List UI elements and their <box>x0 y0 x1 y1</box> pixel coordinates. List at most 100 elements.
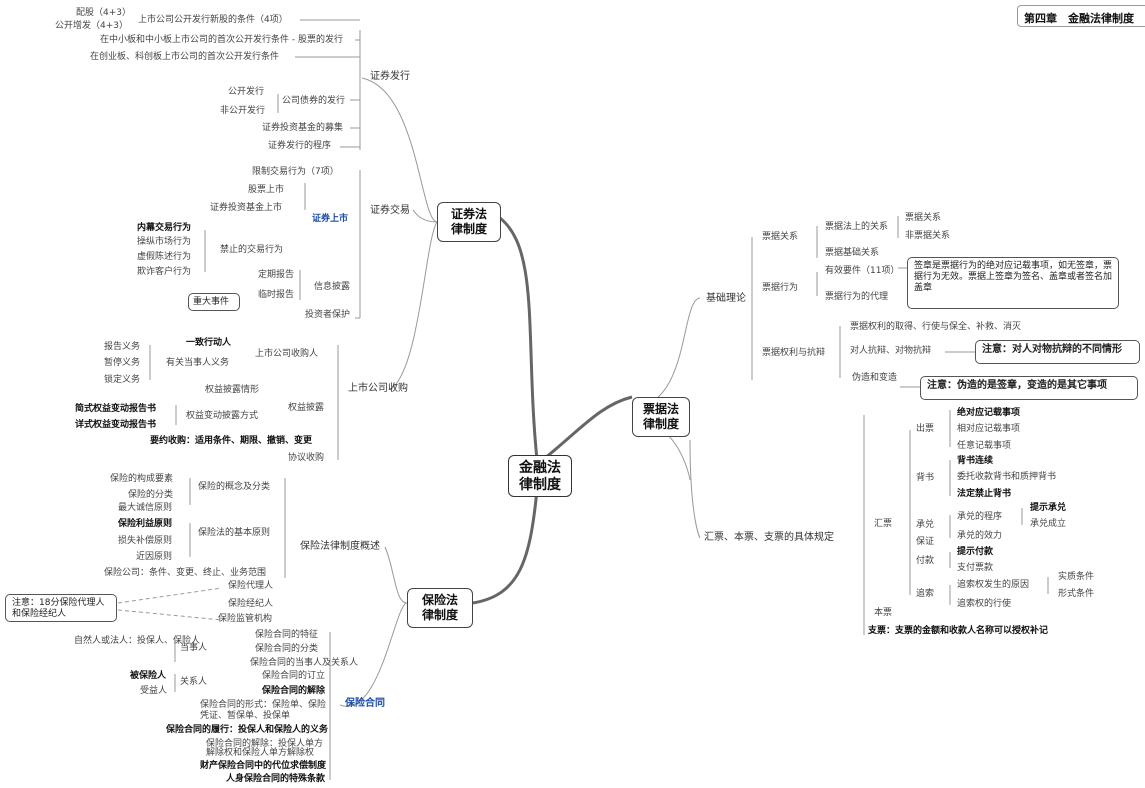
draft-present-pay: 提示付款 <box>957 547 994 557</box>
insurance-node[interactable]: 保险法 律制度 <box>407 588 473 628</box>
draft-endorse: 背书 <box>916 473 935 483</box>
bill-rights: 票据权利与抗辩 <box>762 348 826 358</box>
sec-disclosure: 信息披露 <box>314 282 351 292</box>
draft-accept-proc: 承兑的程序 <box>957 512 1003 522</box>
bill-note-forge: 注意：伪造的是签章，变造的是其它事项 <box>920 376 1138 400</box>
ins-effect: 保险合同的解除 <box>262 686 326 696</box>
draft-formal: 形式条件 <box>1058 589 1095 599</box>
insurance-line-2: 律制度 <box>421 608 458 622</box>
sec-procedure: 证券发行的程序 <box>268 141 332 151</box>
ins-conclude: 保险合同的订立 <box>262 671 326 681</box>
sec-listing: 证券上市 <box>312 214 349 224</box>
bill-cheque: 支票：支票的金额和收款人名称可以授权补记 <box>868 626 1049 636</box>
sec-false: 虚假陈述行为 <box>137 252 192 262</box>
sec-zengfa: 公开增发（4+3） <box>55 21 128 31</box>
draft-present: 提示承兑 <box>1030 503 1067 513</box>
ins-overview[interactable]: 保险法律制度概述 <box>300 541 380 552</box>
draft-forbid: 法定禁止背书 <box>957 489 1012 499</box>
ins-agent[interactable]: 保险代理人 <box>228 581 274 591</box>
bill-note-defense: 注意：对人对物抗辩的不同情形 <box>975 340 1140 364</box>
bill-legal-relation: 票据法上的关系 <box>825 222 889 232</box>
bill-relation: 票据关系 <box>762 232 799 242</box>
sec-investor: 投资者保护 <box>305 310 351 320</box>
bill-non-bill-rel: 非票据关系 <box>905 231 951 241</box>
bill-acquire: 票据权利的取得、行使与保全、补救、消灭 <box>850 322 1022 332</box>
insurance-line-1: 保险法 <box>421 593 458 607</box>
ins-interest: 保险利益原则 <box>118 519 173 529</box>
ins-insured: 被保险人 <box>130 671 167 681</box>
securities-line-2: 律制度 <box>450 222 487 236</box>
ins-contract[interactable]: 保险合同 <box>345 698 385 709</box>
center-line-2: 律制度 <box>519 477 561 493</box>
sec-new-shares: 上市公司公开发行新股的条件（4项） <box>138 15 288 25</box>
bill-theory[interactable]: 基础理论 <box>706 293 746 304</box>
bill-note-valid: 签章是票据行为的绝对应记载事项，如无签章，票据行为无效。票据上签章为签名、盖章或… <box>907 257 1119 309</box>
bill-defense: 对人抗辩、对物抗辩 <box>850 346 932 356</box>
draft-recourse-reason: 追索权发生的原因 <box>957 580 1030 590</box>
acq-simple-report: 简式权益变动报告书 <box>75 404 157 414</box>
sec-major-event: 重大事件 <box>188 293 240 311</box>
sec-zxb: 在中小板和中小板上市公司的首次公开发行条件 - 股票的发行 <box>100 35 343 45</box>
bill-forge: 伪造和变造 <box>852 373 898 383</box>
sec-fraud: 欺诈客户行为 <box>137 267 192 277</box>
ins-performance: 保险合同的履行：投保人和保险人的义务 <box>166 725 329 735</box>
acq-lock-duty: 锁定义务 <box>104 375 141 385</box>
sec-peigu: 配股（4+3） <box>76 8 131 18</box>
ins-indemnity: 损失补偿原则 <box>118 536 173 546</box>
ins-relative: 关系人 <box>180 677 208 687</box>
ins-subrogation: 财产保险合同中的代位求偿制度 <box>200 761 327 771</box>
acq-concert: 一致行动人 <box>186 338 232 348</box>
sec-issue[interactable]: 证券发行 <box>370 71 410 82</box>
draft-accept-done: 承兑成立 <box>1030 519 1067 529</box>
ins-good-faith: 最大诚信原则 <box>118 503 173 513</box>
ins-principles: 保险法的基本原则 <box>198 528 271 538</box>
ins-parties-relatives: 保险合同的当事人及关系人 <box>250 658 359 668</box>
bills-node[interactable]: 票据法 律制度 <box>632 397 690 437</box>
sec-cyb: 在创业板、科创板上市公司的首次公开发行条件 <box>90 52 280 62</box>
ins-broker[interactable]: 保险经纪人 <box>228 599 274 609</box>
draft-absolute: 绝对应记载事项 <box>957 408 1021 418</box>
ins-supervision[interactable]: 保险监管机构 <box>218 614 273 624</box>
securities-line-1: 证券法 <box>450 207 487 221</box>
sec-temporary: 临时报告 <box>258 290 295 300</box>
ins-life: 人身保险合同的特殊条款 <box>226 774 326 784</box>
draft-entrust: 委托收款背书和质押背书 <box>957 472 1057 482</box>
bill-act: 票据行为 <box>762 283 799 293</box>
acq-equity-disclosure: 权益披露 <box>288 403 325 413</box>
draft-guarantee: 保证 <box>916 537 935 547</box>
sec-fund: 证券投资基金的募集 <box>262 123 344 133</box>
draft-recourse-exercise: 追索权的行使 <box>957 599 1012 609</box>
acq-person: 上市公司收购人 <box>255 349 319 359</box>
ins-note: 注意：18分保险代理人和保险经纪人 <box>5 594 117 622</box>
ins-rescind1: 保险合同的解除：投保人单方 <box>206 739 324 749</box>
bills-line-2: 律制度 <box>642 417 679 431</box>
draft-substantive: 实质条件 <box>1058 572 1095 582</box>
sec-trade[interactable]: 证券交易 <box>370 205 410 216</box>
ins-features: 保险合同的特征 <box>255 630 319 640</box>
ins-classify: 保险的分类 <box>128 490 174 500</box>
draft-issue: 出票 <box>916 424 935 434</box>
ins-form: 保险合同的形式：保险单、保险凭证、暂保单、投保单 <box>200 700 327 721</box>
sec-restrict: 限制交易行为（7项） <box>252 167 339 177</box>
acq-equity-case: 权益披露情形 <box>205 385 260 395</box>
bill-agency: 票据行为的代理 <box>825 292 889 302</box>
acq-suspend-duty: 暂停义务 <box>104 358 141 368</box>
bill-specific[interactable]: 汇票、本票、支票的具体规定 <box>704 532 834 543</box>
bills-line-1: 票据法 <box>642 402 679 416</box>
ins-company: 保险公司：条件、变更、终止、业务范围 <box>104 568 267 578</box>
bill-bill-rel: 票据关系 <box>905 213 942 223</box>
sec-stock-listing: 股票上市 <box>248 185 285 195</box>
ins-persons: 自然人或法人：投保人、保险人 <box>74 636 201 646</box>
center-node[interactable]: 金融法 律制度 <box>508 455 572 497</box>
sec-prohibited: 禁止的交易行为 <box>220 245 284 255</box>
ins-elements: 保险的构成要素 <box>110 474 174 484</box>
bill-valid: 有效要件（11项） <box>825 266 900 276</box>
acq-tender: 要约收购：适用条件、期限、撤销、变更 <box>150 436 313 446</box>
securities-node[interactable]: 证券法 律制度 <box>437 202 501 242</box>
center-line-1: 金融法 <box>519 460 561 476</box>
sec-acquisition[interactable]: 上市公司收购 <box>348 383 408 394</box>
ins-types: 保险合同的分类 <box>255 644 319 654</box>
sec-public: 公开发行 <box>228 87 265 97</box>
sec-manipulate: 操纵市场行为 <box>137 237 192 247</box>
ins-concept: 保险的概念及分类 <box>198 482 271 492</box>
